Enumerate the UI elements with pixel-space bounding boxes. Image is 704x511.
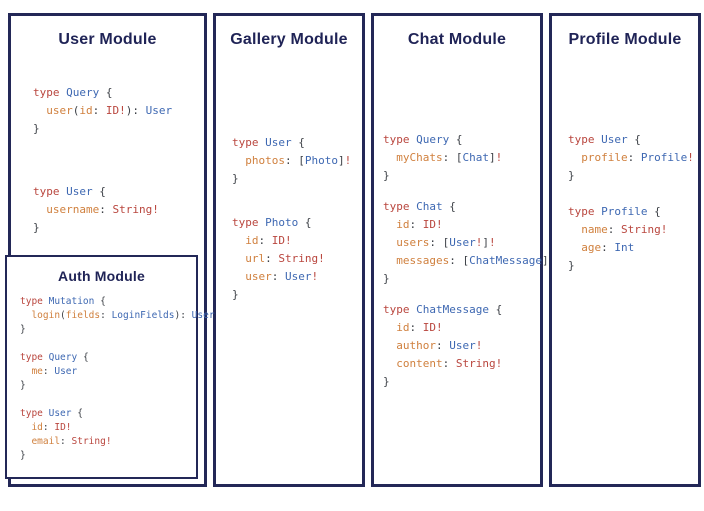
auth-module-code: type Mutation { login(fields: LoginField…: [20, 295, 215, 463]
gallery-module-code: type User { photos: [Photo]!} type Photo …: [232, 134, 351, 304]
chat-module-title: Chat Module: [407, 31, 507, 48]
gallery-module-panel: Gallery Module type User { photos: [Phot…: [213, 13, 365, 487]
auth-module-title: Auth Module: [58, 268, 145, 284]
chat-type-definition: type ChatMessage { id: ID! author: User!…: [383, 303, 503, 388]
profile-module-title: Profile Module: [568, 31, 682, 48]
user-type-definition: type Query { user(id: ID!): User}: [33, 86, 173, 135]
profile-type-definition: type Profile { name: String! age: Int}: [568, 205, 668, 272]
user-module-code: type Query { user(id: ID!): User} type Us…: [33, 84, 172, 237]
chat-module-code: type Query { myChats: [Chat]!} type Chat …: [383, 131, 555, 391]
user-type-definition: type User { username: String!}: [33, 185, 159, 234]
auth-type-definition: type Query { me: User}: [20, 352, 89, 391]
profile-module-code: type User { profile: Profile!} type Profi…: [568, 131, 694, 275]
auth-module-panel: Auth Module type Mutation { login(fields…: [5, 255, 215, 479]
chat-type-definition: type Chat { id: ID! users: [User!]! mess…: [383, 200, 555, 285]
gallery-module-title: Gallery Module: [230, 31, 348, 48]
profile-module-panel: Profile Module type User { profile: Prof…: [549, 13, 701, 487]
user-module-title: User Module: [58, 31, 157, 48]
chat-module-panel: Chat Module type Query { myChats: [Chat]…: [371, 13, 555, 487]
chat-type-definition: type Query { myChats: [Chat]!}: [383, 133, 503, 182]
profile-type-definition: type User { profile: Profile!}: [568, 133, 694, 182]
auth-type-definition: type User { id: ID! email: String!}: [20, 408, 112, 461]
gallery-type-definition: type Photo { id: ID! url: String! user: …: [232, 216, 325, 301]
gallery-type-definition: type User { photos: [Photo]!}: [232, 136, 352, 185]
auth-type-definition: type Mutation { login(fields: LoginField…: [20, 296, 215, 335]
